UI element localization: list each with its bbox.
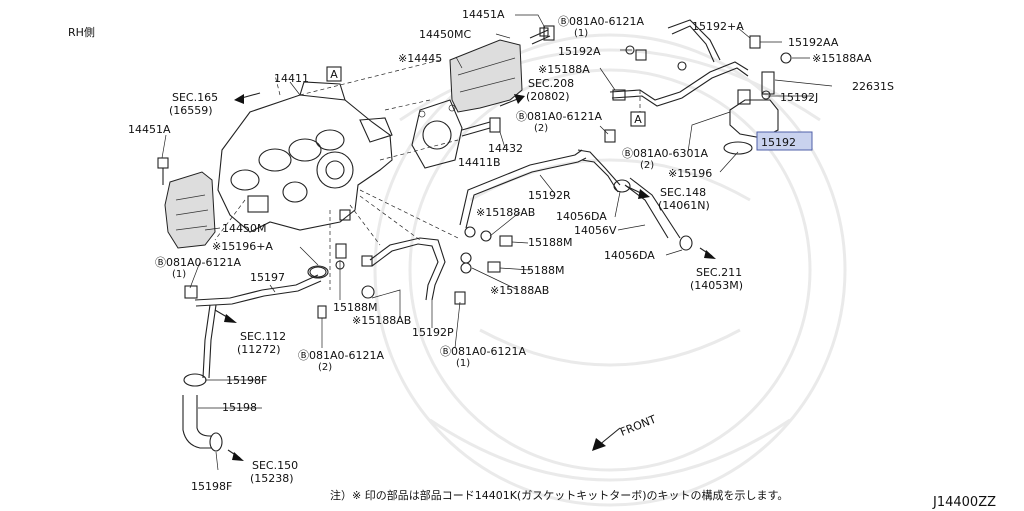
footnote: 注）※ 印の部品は部品コード14401K(ガスケットキットターボ)のキットの構成… <box>330 488 788 502</box>
heat-insulator-14450MC[interactable] <box>449 39 523 113</box>
label-bolt-mid2[interactable]: Ⓑ081A0-6121A <box>440 345 526 358</box>
label-sec148-ref: (14061N) <box>658 199 710 212</box>
bolt-14451A-top[interactable] <box>529 25 555 45</box>
label-15198F-top[interactable]: 15198F <box>226 374 267 387</box>
label-14450M[interactable]: 14450M <box>222 222 266 235</box>
water-pipe-15192R[interactable] <box>459 149 621 229</box>
label-sec148[interactable]: SEC.148 <box>660 186 706 199</box>
label-15197[interactable]: 15197 <box>250 271 285 284</box>
label-14411B[interactable]: 14411B <box>458 156 501 169</box>
label-sec150-ref: (15238) <box>250 472 294 485</box>
label-sec211-ref: (14053M) <box>690 279 743 292</box>
stud-14411B[interactable] <box>461 117 501 137</box>
view-marker-a-right: A <box>630 111 646 127</box>
side-label: RH側 <box>68 26 95 39</box>
label-14450MC[interactable]: 14450MC <box>419 28 471 41</box>
label-15196[interactable]: ※15196 <box>668 167 712 180</box>
leader-lines <box>161 14 833 471</box>
label-sec208-ref: (20802) <box>526 90 570 103</box>
water-pipe-15197[interactable] <box>194 265 329 379</box>
label-15192A[interactable]: 15192A <box>558 45 601 58</box>
label-15192[interactable]: 15192 <box>761 136 796 149</box>
heat-insulator-14450M[interactable] <box>164 171 216 249</box>
label-15188M-a[interactable]: 15188M <box>333 301 377 314</box>
label-sec150[interactable]: SEC.150 <box>252 459 298 472</box>
label-15188M-c[interactable]: 15188M <box>520 264 564 277</box>
label-22631S[interactable]: 22631S <box>852 80 894 93</box>
alignment-lines <box>214 59 641 290</box>
label-bolt-left[interactable]: Ⓑ081A0-6121A <box>155 256 241 269</box>
label-sec112-ref: (11272) <box>237 343 281 356</box>
clamp-15198F-bottom[interactable] <box>209 432 223 452</box>
label-sec165[interactable]: SEC.165 <box>172 91 218 104</box>
label-bolt-mid2-qty: (1) <box>456 358 470 369</box>
label-15192J[interactable]: 15192J <box>780 91 818 104</box>
diagram-code: J14400ZZ <box>932 495 996 510</box>
svg-text:A: A <box>330 68 338 81</box>
bolt-14451A-left[interactable] <box>157 157 169 185</box>
label-14432[interactable]: 14432 <box>488 142 523 155</box>
turbocharger-14411[interactable] <box>217 81 393 233</box>
label-bolt-top-right-qty: (1) <box>574 28 588 39</box>
label-15188AB-a[interactable]: ※15188AB <box>352 314 411 327</box>
label-15188AB-c[interactable]: ※15188AB <box>490 284 549 297</box>
label-15188M-b[interactable]: 15188M <box>528 236 572 249</box>
label-14056DA-b[interactable]: 14056DA <box>604 249 655 262</box>
label-14056DA-a[interactable]: 14056DA <box>556 210 607 223</box>
label-15188AB-b[interactable]: ※15188AB <box>476 206 535 219</box>
label-bolt-top-right[interactable]: Ⓑ081A0-6121A <box>558 15 644 28</box>
view-marker-a-left: A <box>326 66 342 82</box>
highlight-15192[interactable] <box>756 131 813 151</box>
water-connector-15192[interactable] <box>723 71 779 155</box>
label-sec208[interactable]: SEC.208 <box>528 77 574 90</box>
label-bolt-top-mid[interactable]: Ⓑ081A0-6121A <box>516 110 602 123</box>
label-14411[interactable]: 14411 <box>274 72 309 85</box>
watermark-emblem <box>373 33 847 507</box>
label-15192P[interactable]: 15192P <box>412 326 454 339</box>
label-15188A[interactable]: ※15188A <box>538 63 590 76</box>
label-bolt-right-qty: (2) <box>640 160 654 171</box>
label-sec211[interactable]: SEC.211 <box>696 266 742 279</box>
svg-text:A: A <box>634 113 642 126</box>
label-15198F-bottom[interactable]: 15198F <box>191 480 232 493</box>
label-14056V[interactable]: 14056V <box>574 224 617 237</box>
label-15188AA[interactable]: ※15188AA <box>812 52 872 65</box>
direction-arrows <box>214 92 716 461</box>
front-label: FRONT <box>618 413 658 439</box>
hose-14056V[interactable] <box>613 177 693 251</box>
label-15192AA[interactable]: 15192AA <box>788 36 839 49</box>
label-14451A-left[interactable]: 14451A <box>128 123 171 136</box>
oil-pipe-15192P[interactable] <box>361 237 446 301</box>
clamp-15198F-top[interactable] <box>183 373 207 387</box>
gasket-14445[interactable] <box>411 99 463 169</box>
label-bolt-mid[interactable]: Ⓑ081A0-6121A <box>298 349 384 362</box>
label-bolt-top-mid-qty: (2) <box>534 123 548 134</box>
label-bolt-mid-qty: (2) <box>318 362 332 373</box>
label-15196A[interactable]: ※15196+A <box>212 240 273 253</box>
label-15198[interactable]: 15198 <box>222 401 257 414</box>
label-bolt-left-qty: (1) <box>172 269 186 280</box>
label-15192R[interactable]: 15192R <box>528 189 571 202</box>
label-sec112[interactable]: SEC.112 <box>240 330 286 343</box>
label-sec165-ref: (16559) <box>169 104 213 117</box>
label-bolt-right[interactable]: Ⓑ081A0-6301A <box>622 147 708 160</box>
label-14445[interactable]: ※14445 <box>398 52 442 65</box>
hose-15198[interactable] <box>182 395 212 449</box>
label-14451A-top[interactable]: 14451A <box>462 8 505 21</box>
label-15192plusA[interactable]: 15192+A <box>692 20 744 33</box>
